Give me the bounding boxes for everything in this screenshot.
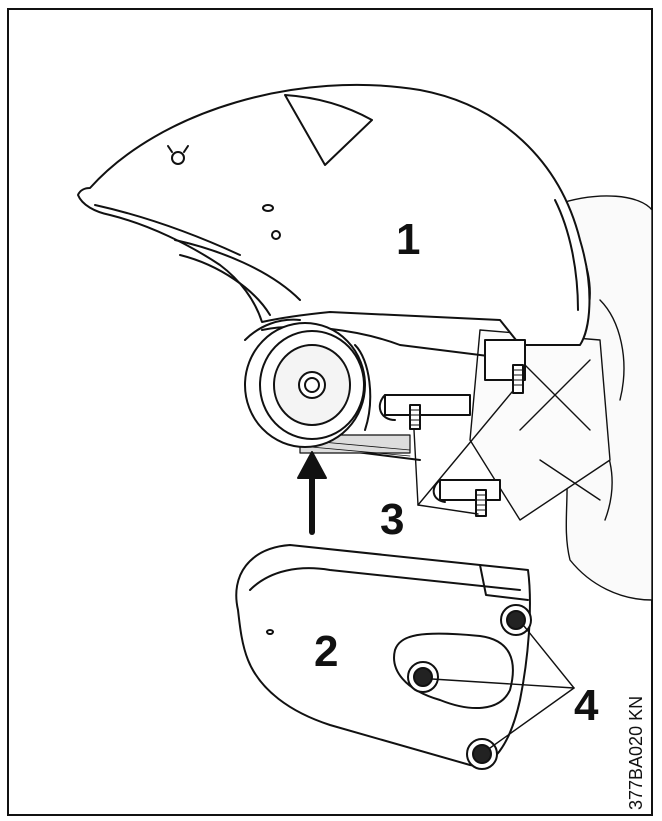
studs-leader-lines — [413, 391, 513, 515]
stud-bolts — [409, 364, 524, 517]
belt-pulley — [244, 318, 521, 461]
cover-nuts — [407, 604, 532, 770]
belt-cover — [235, 544, 531, 767]
figure-code: 377BA020 KN — [626, 696, 646, 810]
callout-1: 1 — [396, 215, 420, 264]
install-direction-arrow — [297, 451, 327, 535]
callout-2: 2 — [314, 627, 338, 676]
cutting-wheel-guard — [77, 83, 591, 346]
nuts-leader-lines — [431, 625, 575, 749]
callout-4: 4 — [574, 681, 599, 730]
callout-3: 3 — [380, 495, 404, 544]
